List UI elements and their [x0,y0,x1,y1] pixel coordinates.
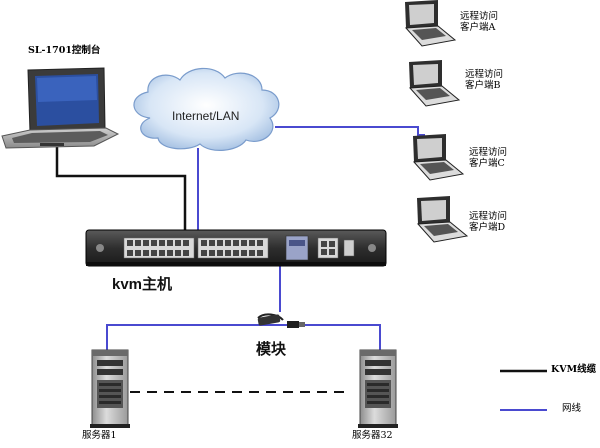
client-b-line2: 客户端B [465,79,501,91]
client-a-line2: 客户端A [460,21,496,33]
client-a-label: 远程访问 客户端A [460,11,499,34]
module-label: 模块 [256,341,287,358]
client-d-line2: 客户端D [469,221,506,233]
server-32-label: 服务器32 [352,430,393,441]
internet-cloud [133,67,280,151]
network-cables [106,126,425,350]
client-laptop-a-icon [404,0,457,47]
client-laptop-c-icon [412,134,465,181]
console-label: SL-1701控制台 [28,45,101,56]
client-a-line1: 远程访问 [460,11,499,22]
server-1-label: 服务器1 [82,430,117,441]
kvm-cable-console [55,143,187,230]
client-d-label: 远程访问 客户端D [469,211,508,234]
client-laptop-b-icon [408,60,461,107]
kvm-host-icon [85,229,387,267]
legend-kvm-label: KVM线缆 [551,364,597,375]
client-c-line2: 客户端C [469,157,505,169]
client-laptop-d-icon [416,196,469,243]
kvm-host-label: kvm主机 [112,276,173,293]
module-adapter-icon [257,313,305,328]
server-32-icon [358,349,398,428]
client-c-line1: 远程访问 [469,147,508,158]
client-d-line1: 远程访问 [469,211,508,222]
client-b-label: 远程访问 客户端B [465,69,504,92]
console-laptop-icon [1,67,120,149]
cloud-label: Internet/LAN [172,109,240,123]
server-1-icon [90,349,130,428]
client-c-label: 远程访问 客户端C [469,147,508,170]
client-b-line1: 远程访问 [465,69,504,80]
legend-network-label: 网线 [562,403,582,414]
